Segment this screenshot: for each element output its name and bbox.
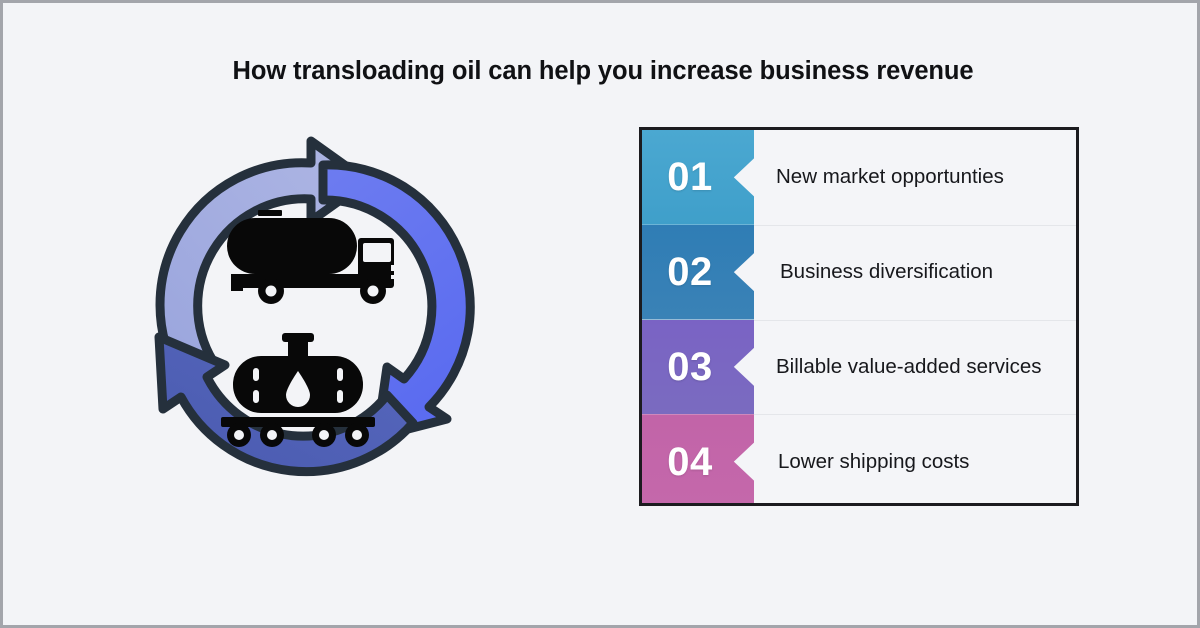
list-item-number: 04 — [667, 439, 713, 484]
list-item-label: Billable value-added services — [776, 354, 1042, 378]
list-item-label: New market opportunties — [776, 165, 1004, 189]
cycle-arrow-right — [318, 160, 475, 442]
list-item[interactable]: 01 New market opportunties — [642, 130, 1076, 225]
list-item-number: 02 — [667, 250, 713, 295]
list-item-label: Lower shipping costs — [778, 449, 970, 473]
cycle-arrow-top — [155, 136, 372, 384]
page-title: How transloading oil can help you increa… — [232, 57, 974, 85]
list-item-number-tile: 01 — [642, 130, 754, 225]
benefits-list-panel: 01 New market opportunties 02 Business d… — [639, 127, 1079, 506]
list-item[interactable]: 04 Lower shipping costs — [642, 414, 1076, 503]
list-item-number-tile: 04 — [642, 414, 754, 503]
transloading-cycle-diagram — [115, 107, 515, 507]
list-item-number: 01 — [667, 155, 713, 200]
cycle-diagram-svg — [154, 136, 475, 477]
list-item-number: 03 — [667, 344, 713, 389]
list-item[interactable]: 03 Billable value-added services — [642, 319, 1076, 415]
tanker-truck-icon — [227, 210, 396, 304]
list-item-label: Business diversification — [780, 260, 994, 284]
list-item-number-tile: 03 — [642, 319, 754, 415]
list-item[interactable]: 02 Business diversification — [642, 224, 1076, 320]
rail-tank-car-icon — [221, 333, 375, 447]
oil-drop-icon — [286, 371, 310, 407]
list-item-number-tile: 02 — [642, 224, 754, 320]
